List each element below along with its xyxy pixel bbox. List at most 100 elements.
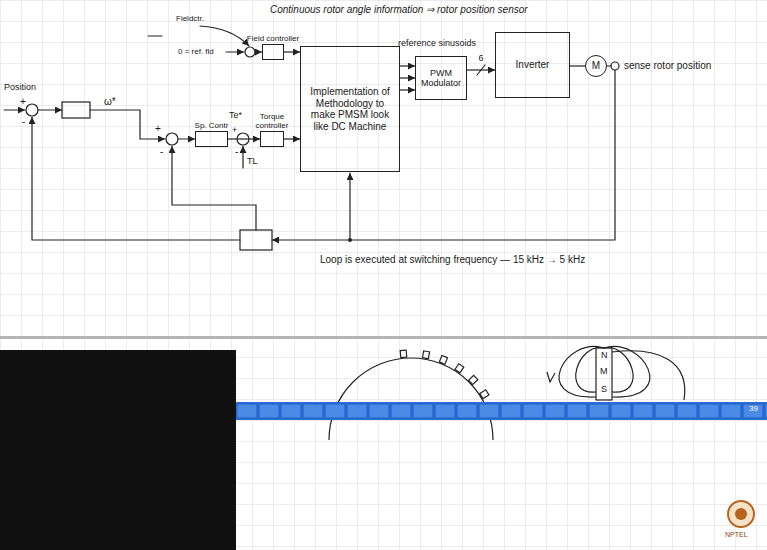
pwm-modulator: PWM Modulator (415, 56, 467, 100)
flux-reference-wire (226, 51, 244, 52)
sign-mark: - (22, 116, 25, 128)
field-input-wire (200, 26, 249, 46)
signal-name: ω* (104, 96, 116, 108)
block-text: Inverter (516, 59, 550, 71)
sensor-sketch (422, 351, 429, 359)
label-holder: Position (4, 82, 36, 92)
label-holder: M (600, 366, 608, 376)
junction-dot (348, 238, 352, 242)
sensor-note: sense rotor position (624, 60, 711, 72)
field-arrow (547, 372, 555, 382)
signal-name: TL (247, 156, 258, 166)
sensor-sketch (469, 375, 478, 384)
sign-mark: - (160, 146, 163, 158)
speed-controller: Sp. Contr (190, 121, 234, 147)
logo-ring (728, 501, 754, 527)
position-feedback (32, 117, 240, 240)
label-holder: + (232, 125, 237, 135)
logo-core (735, 508, 747, 520)
summing-junction (26, 104, 38, 116)
signal-connector (400, 65, 415, 66)
sensor-sketch (455, 364, 464, 373)
speed-reference-wire (90, 110, 165, 139)
block-heading: Sp. Contr (195, 121, 229, 131)
motor-circle: M (585, 55, 607, 77)
signal-name: Te* (229, 110, 242, 120)
position-input (4, 109, 25, 110)
edge-label-holder: 6 (476, 53, 485, 63)
pole-letter: M (600, 366, 608, 376)
field-line (612, 351, 685, 400)
summing-junction (166, 133, 178, 145)
feedback-wire (272, 70, 615, 240)
sign-mark: + (232, 125, 237, 135)
angle-feedback (349, 173, 350, 240)
signal-connector (400, 77, 415, 78)
label-holder: NPTEL (725, 531, 748, 539)
label-holder: Te* (229, 110, 242, 120)
signal-connector (570, 65, 585, 66)
signal-connector (400, 89, 415, 90)
nptel-logo (728, 501, 754, 527)
feedback-block (240, 230, 272, 250)
pole-letter: S (601, 384, 607, 394)
label-holder: + (155, 123, 161, 135)
field-line (604, 348, 633, 393)
label-holder: reference sinusoids (398, 38, 476, 48)
rotor-sketch (329, 358, 493, 440)
sign-mark: + (20, 96, 26, 108)
signal-connector (284, 138, 300, 139)
bus-width: 6 (476, 53, 485, 63)
slide-strip (236, 402, 767, 420)
field-line (576, 348, 604, 393)
label-holder: - (235, 146, 238, 158)
signal-name: Position (4, 82, 36, 92)
signal-name: reference sinusoids (398, 38, 476, 48)
position-controller (62, 102, 90, 118)
page-number: 39 (749, 404, 758, 413)
label-holder: - (160, 146, 163, 158)
inverter-box: Inverter (495, 32, 570, 98)
signal-wire (38, 109, 62, 110)
magnet-bar (596, 348, 612, 400)
signal-name: Fieldctr. (176, 14, 204, 23)
signal-connector (228, 138, 260, 139)
block-heading: Torque controller (249, 112, 295, 131)
timing-note: Loop is executed at switching frequency … (320, 254, 585, 266)
block-text: Implementation of Methodology to make PM… (305, 86, 395, 132)
label-holder: + (20, 96, 26, 108)
field-line (604, 346, 650, 397)
label-holder: Continuous rotor angle information ⇒ rot… (270, 4, 528, 16)
video-inset (0, 350, 236, 550)
sensor-sketch (480, 390, 489, 399)
block-outline (195, 131, 228, 147)
label-holder: - (22, 116, 25, 128)
slide-strip-cells (236, 402, 767, 420)
block-outline (260, 131, 284, 147)
signal-connector (284, 51, 300, 52)
signal-name: 0 = ref. fld (178, 47, 214, 56)
pole-letter: N (601, 350, 608, 360)
block-text: PWM Modulator (420, 68, 462, 89)
signal-wire (178, 138, 195, 139)
summing-junction (245, 47, 255, 57)
sign-mark: + (155, 123, 161, 135)
sign-mark: - (235, 146, 238, 158)
sensor-sketch (400, 350, 407, 357)
dash-mark (148, 35, 162, 36)
watermark: NPTEL (725, 531, 748, 539)
speed-feedback (172, 146, 256, 230)
label-holder: ω* (104, 96, 116, 108)
label-holder: sense rotor position (624, 60, 711, 72)
label-holder: 0 = ref. fld (178, 47, 214, 56)
label-holder: Fieldctr. (176, 14, 204, 23)
sensor-sketch (439, 355, 447, 364)
label-holder: TL (247, 156, 258, 166)
label-holder: Loop is executed at switching frequency … (320, 254, 585, 266)
block-heading: Field controller (247, 34, 299, 44)
field-line (559, 346, 604, 397)
